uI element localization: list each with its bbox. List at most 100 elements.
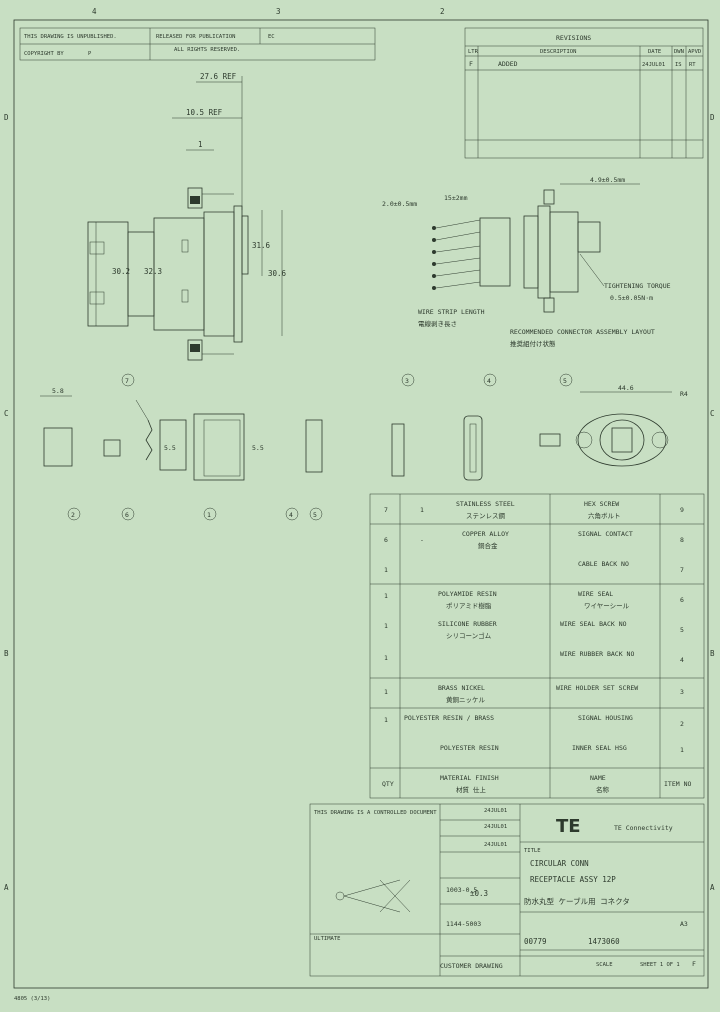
seal-parts bbox=[391, 415, 483, 481]
svg-text:ADDED: ADDED bbox=[498, 60, 518, 68]
svg-text:SHEET 1 OF 1: SHEET 1 OF 1 bbox=[640, 962, 680, 968]
svg-text:5.5: 5.5 bbox=[252, 444, 264, 452]
svg-text:SILICONE RUBBER: SILICONE RUBBER bbox=[438, 620, 497, 628]
svg-text:CABLE BACK NO: CABLE BACK NO bbox=[578, 560, 629, 568]
svg-text:3: 3 bbox=[680, 688, 684, 696]
svg-text:2.0±0.5mm: 2.0±0.5mm bbox=[382, 200, 417, 208]
svg-text:1: 1 bbox=[384, 716, 388, 724]
svg-text:POLYESTER RESIN / BRASS: POLYESTER RESIN / BRASS bbox=[404, 714, 494, 722]
svg-text:CIRCULAR CONN: CIRCULAR CONN bbox=[530, 859, 589, 868]
svg-text:00779: 00779 bbox=[524, 937, 547, 946]
connector-side-view: 27.6 REF 10.5 REF 1 31.6 30.6 30.2 32.3 bbox=[87, 72, 287, 361]
svg-text:RELEASED FOR PUBLICATION: RELEASED FOR PUBLICATION bbox=[156, 34, 235, 40]
wire-strip-detail: 2.0±0.5mm 15±2mm WIRE STRIP LENGTH 電線剥き長… bbox=[382, 194, 511, 328]
svg-text:SIGNAL HOUSING: SIGNAL HOUSING bbox=[578, 714, 633, 722]
svg-text:EC: EC bbox=[268, 34, 275, 40]
svg-text:ステンレス鋼: ステンレス鋼 bbox=[466, 511, 506, 520]
svg-text:LTR: LTR bbox=[468, 49, 479, 55]
svg-text:ULTIMATE: ULTIMATE bbox=[314, 936, 341, 942]
svg-text:六角ボルト: 六角ボルト bbox=[588, 511, 621, 520]
svg-text:5: 5 bbox=[680, 626, 684, 634]
svg-text:DWN: DWN bbox=[674, 49, 684, 55]
svg-text:5: 5 bbox=[563, 377, 567, 385]
revisions-table: REVISIONS LTR DESCRIPTION DATE DWN APVD … bbox=[464, 27, 704, 159]
svg-text:10.5 REF: 10.5 REF bbox=[186, 108, 223, 117]
svg-text:5.8: 5.8 bbox=[52, 387, 64, 395]
bom-table: 7 1 STAINLESS STEEL ステンレス鋼 HEX SCREW 六角ボ… bbox=[369, 493, 705, 799]
svg-text:RECEPTACLE ASSY 12P: RECEPTACLE ASSY 12P bbox=[530, 875, 616, 884]
svg-text:F: F bbox=[692, 960, 696, 968]
svg-text:15±2mm: 15±2mm bbox=[444, 194, 468, 202]
svg-text:1003-0.5: 1003-0.5 bbox=[446, 886, 477, 894]
svg-text:DESCRIPTION: DESCRIPTION bbox=[540, 49, 576, 55]
svg-text:R4: R4 bbox=[680, 390, 688, 398]
svg-text:24JUL01: 24JUL01 bbox=[484, 842, 507, 848]
svg-text:REVISIONS: REVISIONS bbox=[556, 34, 591, 42]
zone-label: 2 bbox=[440, 7, 445, 16]
svg-text:電線剥き長さ: 電線剥き長さ bbox=[418, 319, 457, 328]
svg-text:1: 1 bbox=[198, 140, 203, 149]
svg-text:1: 1 bbox=[384, 688, 388, 696]
svg-text:CUSTOMER DRAWING: CUSTOMER DRAWING bbox=[440, 962, 503, 970]
svg-text:30.6: 30.6 bbox=[268, 269, 287, 278]
svg-text:2: 2 bbox=[71, 511, 75, 519]
svg-text:7: 7 bbox=[384, 506, 388, 514]
svg-text:INNER SEAL HSG: INNER SEAL HSG bbox=[572, 744, 627, 752]
svg-text:WIRE HOLDER SET SCREW: WIRE HOLDER SET SCREW bbox=[556, 684, 638, 692]
svg-text:1: 1 bbox=[384, 566, 388, 574]
svg-text:NAME: NAME bbox=[590, 774, 606, 782]
svg-text:5: 5 bbox=[313, 511, 317, 519]
svg-text:32.3: 32.3 bbox=[144, 267, 162, 276]
svg-text:TE Connectivity: TE Connectivity bbox=[614, 824, 673, 832]
svg-text:5.5: 5.5 bbox=[164, 444, 176, 452]
svg-text:SIGNAL CONTACT: SIGNAL CONTACT bbox=[578, 530, 633, 538]
svg-text:0.5±0.05N·m: 0.5±0.05N·m bbox=[610, 294, 653, 302]
zone-label: C bbox=[710, 409, 715, 418]
svg-text:IS: IS bbox=[675, 62, 682, 68]
zone-label: D bbox=[710, 113, 715, 122]
svg-text:±0.3: ±0.3 bbox=[470, 889, 488, 898]
svg-text:黄銅ニッケル: 黄銅ニッケル bbox=[446, 695, 486, 704]
svg-text:1: 1 bbox=[680, 746, 684, 754]
svg-text:THIS DRAWING IS A CONTROLLED D: THIS DRAWING IS A CONTROLLED DOCUMENT bbox=[314, 810, 437, 816]
svg-text:1: 1 bbox=[384, 592, 388, 600]
zone-label: 4 bbox=[92, 7, 97, 16]
callouts: 7 2 6 1 4 5 3 4 5 bbox=[67, 373, 573, 521]
svg-text:ポリアミド樹脂: ポリアミド樹脂 bbox=[446, 601, 492, 610]
svg-text:ワイヤーシール: ワイヤーシール bbox=[584, 602, 630, 610]
svg-text:材質 仕上: 材質 仕上 bbox=[456, 785, 486, 794]
svg-text:POLYAMIDE RESIN: POLYAMIDE RESIN bbox=[438, 590, 497, 598]
svg-text:24JUL01: 24JUL01 bbox=[484, 808, 507, 814]
svg-text:WIRE STRIP LENGTH: WIRE STRIP LENGTH bbox=[418, 308, 485, 316]
svg-text:9: 9 bbox=[680, 506, 684, 514]
zone-label: C bbox=[4, 409, 9, 418]
svg-text:HEX SCREW: HEX SCREW bbox=[584, 500, 619, 508]
connector-front-view: 44.6 R4 bbox=[539, 384, 688, 467]
svg-text:WIRE RUBBER BACK NO: WIRE RUBBER BACK NO bbox=[560, 650, 634, 658]
svg-text:24JUL01: 24JUL01 bbox=[484, 824, 507, 830]
svg-text:P: P bbox=[88, 51, 92, 57]
svg-text:RECOMMENDED CONNECTOR ASSEMBLY: RECOMMENDED CONNECTOR ASSEMBLY LAYOUT bbox=[510, 328, 655, 336]
zone-label: B bbox=[710, 649, 715, 658]
svg-text:3: 3 bbox=[405, 377, 409, 385]
svg-text:ALL RIGHTS RESERVED.: ALL RIGHTS RESERVED. bbox=[174, 47, 240, 53]
svg-text:1144-5003: 1144-5003 bbox=[446, 920, 481, 928]
svg-text:-: - bbox=[420, 536, 424, 544]
svg-text:WIRE SEAL BACK NO: WIRE SEAL BACK NO bbox=[560, 620, 627, 628]
svg-text:2: 2 bbox=[680, 720, 684, 728]
exploded-parts: 5.8 5.5 5.5 bbox=[40, 387, 323, 481]
svg-text:名称: 名称 bbox=[596, 785, 610, 794]
svg-text:WIRE SEAL: WIRE SEAL bbox=[578, 590, 613, 598]
svg-text:RT: RT bbox=[689, 62, 696, 68]
svg-text:4: 4 bbox=[289, 511, 293, 519]
svg-text:30.2: 30.2 bbox=[112, 267, 130, 276]
svg-text:推奨組付け状態: 推奨組付け状態 bbox=[510, 339, 556, 348]
zone-label: B bbox=[4, 649, 9, 658]
zone-label: A bbox=[710, 883, 715, 892]
svg-text:THIS DRAWING IS UNPUBLISHED.: THIS DRAWING IS UNPUBLISHED. bbox=[24, 34, 117, 40]
svg-text:6: 6 bbox=[680, 596, 684, 604]
te-logo: TE bbox=[556, 816, 581, 837]
svg-text:F: F bbox=[469, 60, 473, 68]
svg-text:銅合金: 銅合金 bbox=[478, 541, 498, 550]
svg-text:STAINLESS STEEL: STAINLESS STEEL bbox=[456, 500, 515, 508]
